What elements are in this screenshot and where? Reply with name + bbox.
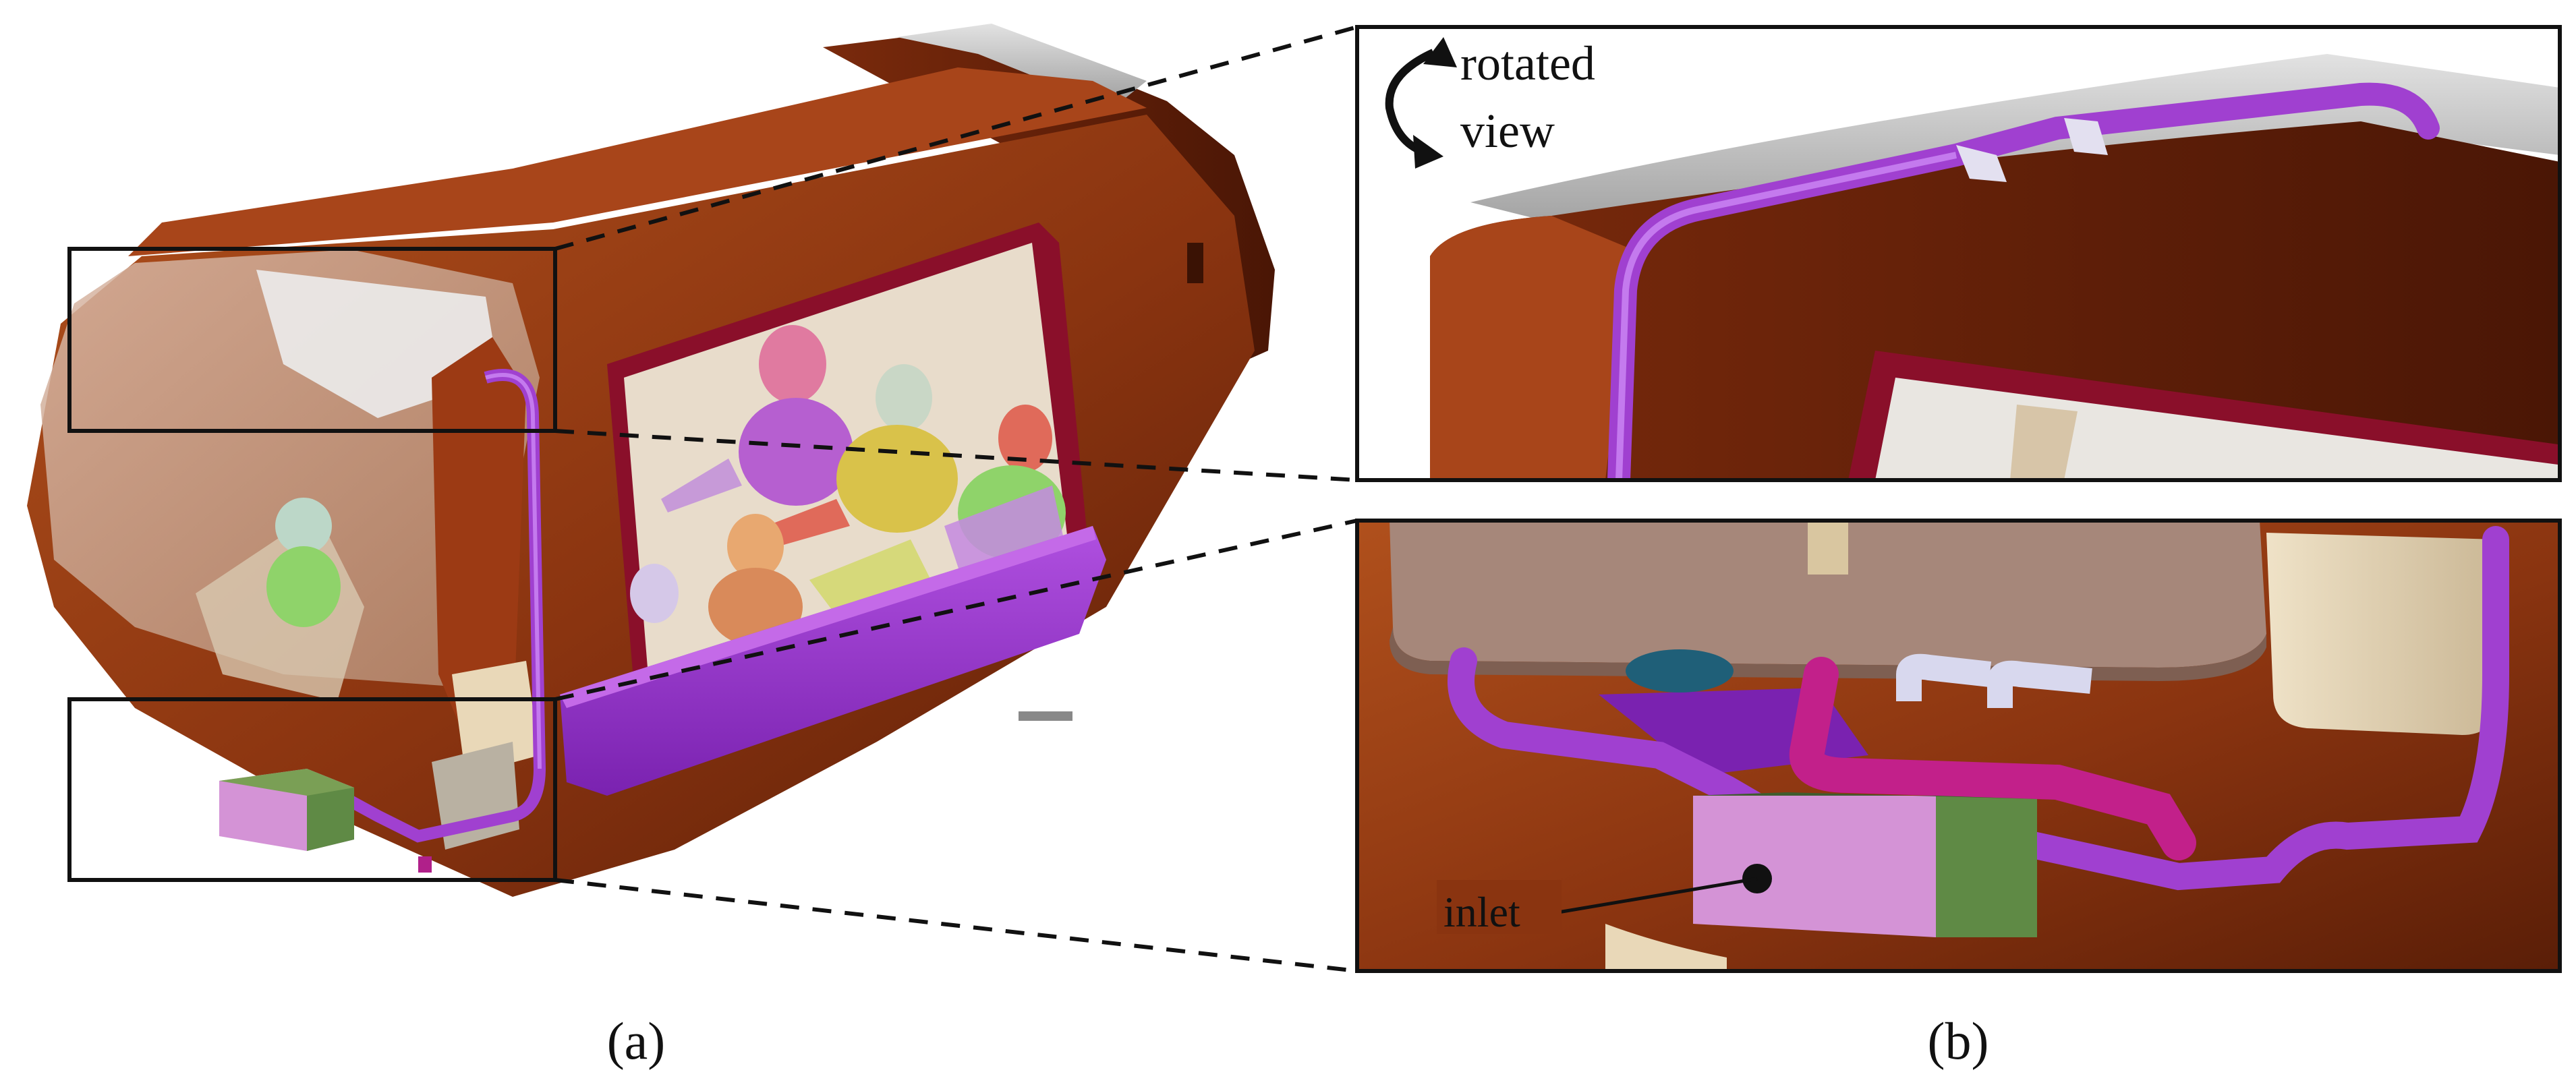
detail-frame-bottom bbox=[1355, 519, 2562, 973]
inlet-box bbox=[1693, 796, 1936, 937]
occupant-dummies bbox=[630, 325, 1072, 646]
zoom-box-top bbox=[67, 247, 557, 433]
detail-inlet-view bbox=[1357, 521, 2560, 971]
panel-label-b: (b) bbox=[1928, 1011, 1989, 1070]
rotated-label-line1: rotated bbox=[1460, 36, 1595, 90]
inlet-label: inlet bbox=[1443, 888, 1520, 936]
rotated-label-line2: view bbox=[1460, 104, 1555, 158]
detail-rotated-view bbox=[1357, 27, 2560, 480]
detail-frame-top bbox=[1355, 25, 2562, 482]
panel-label-a: (a) bbox=[607, 1011, 666, 1070]
cabin-overview bbox=[27, 24, 1275, 897]
zoom-box-bottom bbox=[67, 697, 557, 882]
rotate-arrow-icon bbox=[1385, 37, 1457, 169]
leader-lines bbox=[554, 25, 1358, 973]
